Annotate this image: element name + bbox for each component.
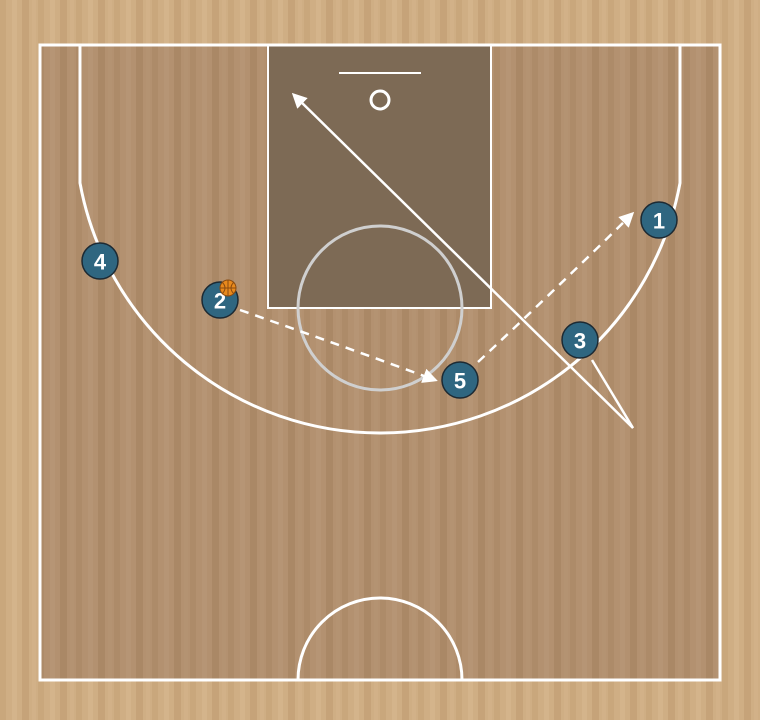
pass-2-to-5 xyxy=(239,308,438,383)
cut-3-to-basket xyxy=(291,92,635,429)
three-point-line xyxy=(78,45,682,435)
player-1-marker xyxy=(640,201,678,239)
player-5-label: 5 xyxy=(454,369,466,394)
player-3-label: 3 xyxy=(574,329,586,354)
player-4[interactable]: 4 xyxy=(81,242,119,280)
center-circle xyxy=(296,596,464,681)
player-1[interactable]: 1 xyxy=(640,201,678,239)
player-3[interactable]: 3 xyxy=(561,321,599,359)
player-5-marker xyxy=(441,361,479,399)
rim xyxy=(369,89,391,111)
player-4-marker xyxy=(81,242,119,280)
free-throw-circle xyxy=(296,224,464,392)
court-lines xyxy=(38,43,722,682)
basketball-icon xyxy=(219,279,237,297)
paint-area xyxy=(268,45,491,308)
player-2[interactable]: 2 xyxy=(201,279,239,319)
player-1-label: 1 xyxy=(653,209,665,234)
player-4-label: 4 xyxy=(94,250,107,275)
actions xyxy=(239,92,635,429)
player-5[interactable]: 5 xyxy=(441,361,479,399)
lane-lines xyxy=(267,44,492,309)
player-3-marker xyxy=(561,321,599,359)
